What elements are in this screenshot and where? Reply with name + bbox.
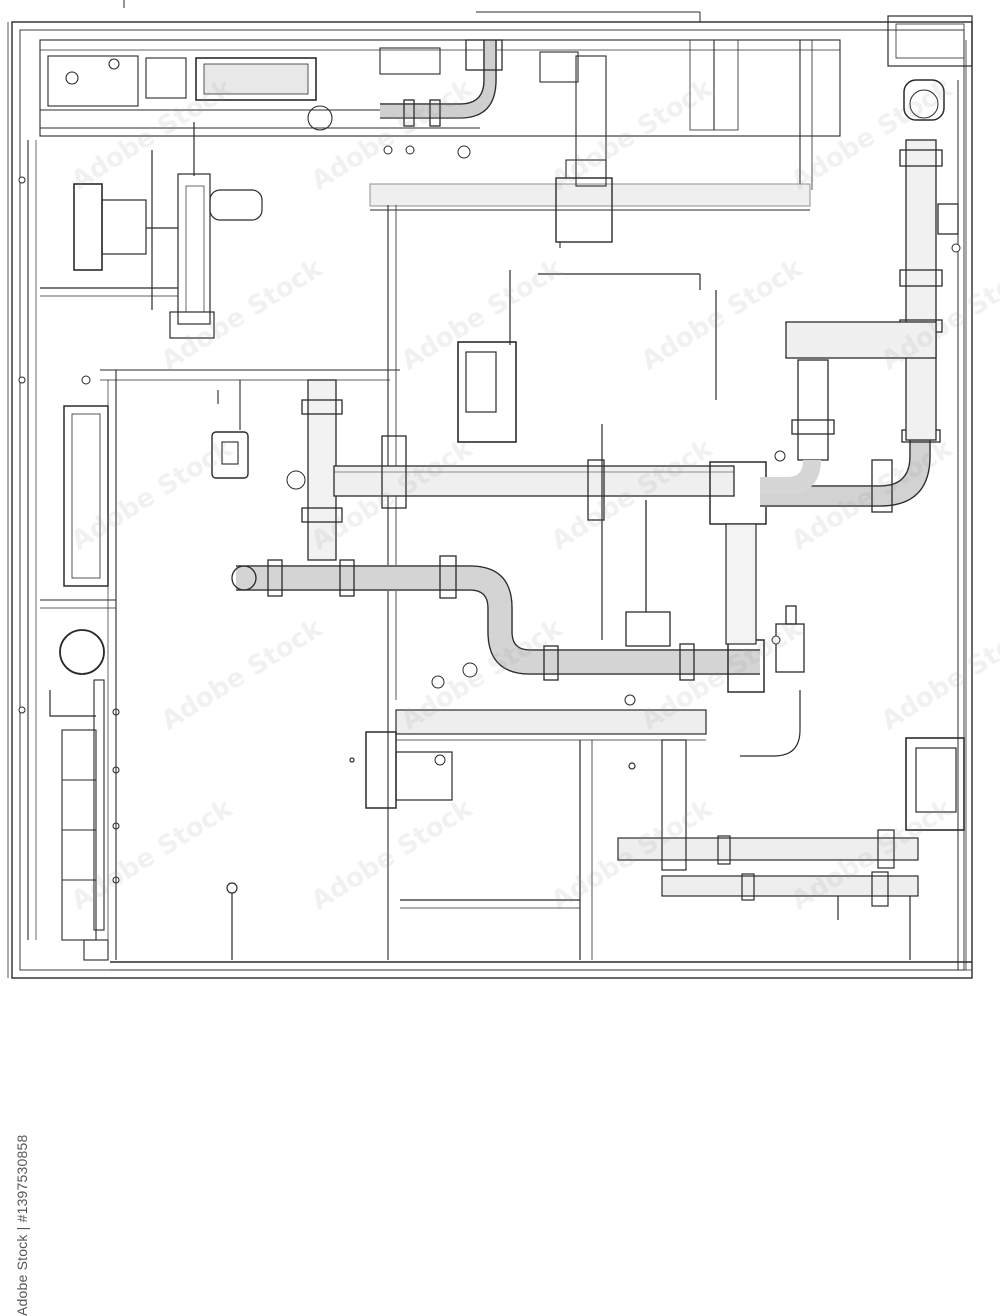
stock-image-id-label: Adobe Stock | #1397530858 xyxy=(14,1134,30,1316)
control-box xyxy=(457,270,717,640)
main-horizontal-pipe xyxy=(333,330,941,525)
lower-horizontal-band xyxy=(226,709,707,960)
piping-plan-drawing xyxy=(7,0,973,979)
lower-elbow-pipe xyxy=(231,500,805,693)
right-riser-pipe xyxy=(760,79,959,495)
valve-fittings xyxy=(18,89,961,766)
upper-horizontal-duct xyxy=(369,55,811,248)
bottom-right-pipes xyxy=(617,737,965,960)
top-elbow-pipe xyxy=(380,39,503,127)
left-upper-equipment xyxy=(40,122,263,339)
building-walls xyxy=(7,0,973,979)
right-mid-vertical-pipe xyxy=(725,523,801,757)
central-vertical-pipe xyxy=(301,379,343,561)
left-wall-features xyxy=(27,140,120,961)
